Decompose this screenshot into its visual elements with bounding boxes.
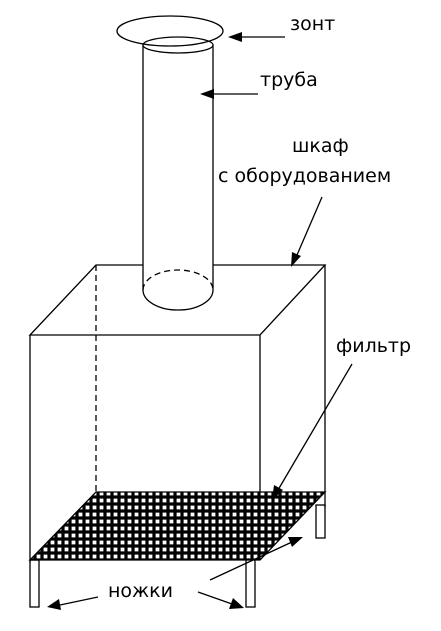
label-legs: ножки bbox=[108, 580, 173, 602]
umbrella-hood bbox=[116, 15, 224, 47]
pipe-body bbox=[142, 45, 214, 311]
pipe bbox=[142, 36, 214, 311]
label-cabinet-line2: с оборудованием bbox=[218, 165, 391, 187]
arrow-legs-filter-line bbox=[209, 541, 293, 581]
label-pipe: труба bbox=[260, 69, 318, 91]
leg-front-left bbox=[29, 559, 40, 608]
arrow-cabinet-head bbox=[291, 252, 301, 267]
arrow-legs-right-line bbox=[197, 591, 233, 605]
label-umbrella: зонт bbox=[290, 13, 335, 35]
arrow-filter-line bbox=[277, 363, 353, 491]
arrow-legs-right-head bbox=[229, 598, 244, 609]
arrow-cabinet-line bbox=[296, 196, 323, 256]
leader-arrows bbox=[47, 32, 353, 610]
pipe-top-opening bbox=[142, 36, 214, 54]
arrow-legs-left-head bbox=[47, 599, 61, 610]
arrow-pipe-head bbox=[200, 89, 214, 99]
arrow-umbrella-head bbox=[228, 32, 242, 42]
leg-back-right bbox=[315, 504, 326, 539]
leg-front-right bbox=[245, 557, 256, 608]
arrow-filter-head bbox=[272, 485, 283, 500]
filter-mesh bbox=[28, 491, 327, 561]
label-cabinet-line1: шкаф bbox=[292, 135, 349, 157]
arrow-legs-left-line bbox=[59, 596, 99, 606]
pipe-bottom-hidden-arc bbox=[142, 269, 214, 291]
arrow-legs-filter-head bbox=[288, 537, 303, 547]
label-filter: фильтр bbox=[336, 335, 411, 357]
